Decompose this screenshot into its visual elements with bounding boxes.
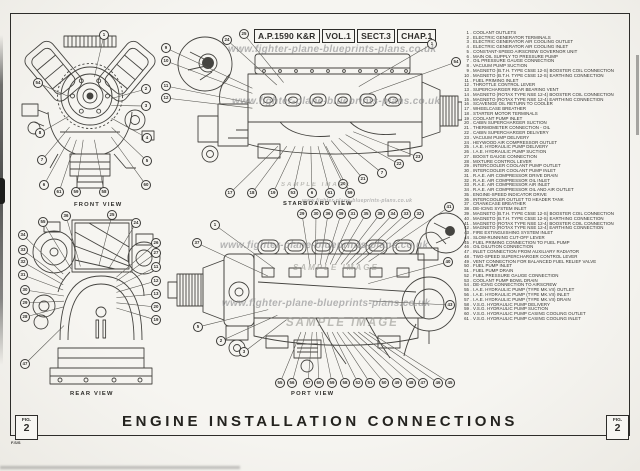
legend-item: 61.V.S.G. HYDRAULIC PUMP CASING COOLING … bbox=[464, 315, 581, 321]
header-chap: CHAP.1 bbox=[397, 29, 437, 43]
legend-item: 31.R.A.E. AIR COMPRESSOR DRIVE DRAIN bbox=[464, 172, 558, 178]
page-title: ENGINE INSTALLATION CONNECTIONS bbox=[121, 413, 519, 430]
rear-view-drawing bbox=[16, 212, 166, 396]
legend-item: 40.MAGNETO (B.T.H. TYPE C5SE 12-S) EARTH… bbox=[464, 215, 604, 221]
legend-item: 29.INTERCOOLER COOLANT PUMP OUTLET bbox=[464, 163, 561, 169]
watermark-url-3: www.fighter-plane-blueprints-plans.co.uk bbox=[302, 198, 413, 204]
legend-item: 42.MAGNETO (ROTAX TYPE NSE 12-4) EARTHIN… bbox=[464, 225, 604, 231]
legend-item: 58.V.S.G. HYDRAULIC PUMP DELIVERY bbox=[464, 301, 551, 307]
watermark-sample-3: SAMPLE IMAGE bbox=[286, 317, 399, 329]
legend-item: 8.VACUUM PUMP SUCTION bbox=[466, 63, 528, 69]
legend-item: 39.MAGNETO (B.T.H. TYPE C5SE 12-S) BOOST… bbox=[464, 210, 614, 216]
legend-item: 2.ELECTRIC GENERATOR TERMINALS bbox=[466, 34, 551, 40]
fig-label-left: FIG. bbox=[21, 417, 32, 423]
watermark-url-1: www.fighter-plane-blueprints-plans.co.uk bbox=[228, 44, 437, 55]
legend-item: 41.MAGNETO (ROTAX TYPE NSE 12-4) BOOSTER… bbox=[464, 220, 614, 226]
legend-item: 33.R.A.E. AIR COMPRESSOR AIR INLET bbox=[464, 182, 551, 188]
legend-item: 9.MAGNETO (B.T.H. TYPE C5SE 12-S) BOOSTE… bbox=[466, 68, 614, 74]
scan-edge-bottom bbox=[0, 466, 240, 469]
legend-item: 57.I.A.E. HYDRAULIC PUMP (TYPE MK.VII) D… bbox=[464, 296, 571, 302]
watermark-sample-2: SAMPLE IMAGE bbox=[293, 263, 379, 272]
legend-item: 44.SLOW-RUNNING CUT-OFF LEVER bbox=[464, 234, 545, 240]
page-border-frame bbox=[10, 13, 630, 436]
scan-edge-right bbox=[636, 55, 639, 135]
legend-item: 52.FUEL PRESSURE GAUGE CONNECTION bbox=[464, 272, 559, 278]
legend-item: 46.OIL DILUTION CONNECTION bbox=[464, 244, 534, 250]
header-sect: SECT.3 bbox=[357, 29, 396, 43]
legend-item: 14.MAGNETO (ROTAX TYPE NSE 12-4) BOOSTER… bbox=[464, 91, 614, 97]
legend-item: 54.DE-ICING CONNECTION TO AIRSCREW bbox=[464, 282, 557, 288]
fig-box-right: FIG. 2 bbox=[606, 415, 629, 440]
legend-item: 19.COOLANT PUMP INLET bbox=[464, 115, 523, 121]
legend-item: 30.INTERCOOLER COOLANT PUMP INLET bbox=[464, 168, 556, 174]
legend-item: 10.MAGNETO (B.T.H. TYPE C5SE 12-S) EARTH… bbox=[464, 72, 604, 78]
legend-item: 45.FUEL PRIMING CONNECTION TO FUEL PUMP bbox=[464, 239, 570, 245]
legend-item: 24.HEYWOOD AIR COMPRESSOR OUTLET bbox=[464, 139, 558, 145]
legend-item: 43.FIRE EXTINGUISHING SYSTEM INLET bbox=[464, 230, 554, 236]
rear-view-label: REAR VIEW bbox=[70, 391, 114, 397]
legend-item: 59.V.S.G. HYDRAULIC PUMP SUCTION bbox=[464, 306, 549, 312]
legend-item: 51.FUEL PUMP DRAIN bbox=[464, 268, 514, 274]
legend-item: 56.I.A.E. HYDRAULIC PUMP (TYPE MK.VII) I… bbox=[464, 292, 570, 297]
legend-item: 36.INTERCOOLER OUTLET TO HEADER TANK bbox=[464, 196, 564, 202]
legend-item: 34.R.A.E. AIR COMPRESSOR OIL AND AIR OUT… bbox=[464, 187, 574, 193]
legend-item: 22.CABIN SUPERCHARGER DELIVERY bbox=[464, 129, 549, 135]
legend-item: 32.R.A.E. AIR COMPRESSOR OIL INLET bbox=[464, 177, 550, 183]
starboard-view-drawing bbox=[160, 30, 462, 200]
legend-item: 1.COOLANT OUTLETS bbox=[466, 29, 517, 35]
legend-item: 11.FUEL PRIMING INLET bbox=[464, 77, 519, 83]
legend-item: 27.BOOST GAUGE CONNECTION bbox=[464, 153, 537, 159]
fig-number-left: 2 bbox=[23, 421, 30, 434]
legend-item: 17.WHEELCASE BREATHER bbox=[464, 106, 527, 112]
footer-code: F.S/S bbox=[11, 440, 21, 445]
legend-item: 7.OIL PRESSURE GAUGE CONNECTION bbox=[466, 58, 555, 64]
legend-item: 53.COOLANT PUMP BOWL DRAIN bbox=[464, 277, 538, 283]
port-view-label: PORT VIEW bbox=[291, 391, 335, 397]
legend-item: 55.I.A.E. HYDRAULIC PUMP (TYPE MK.VII) O… bbox=[464, 287, 575, 293]
legend-item: 13.SUPERCHARGER REAR BEARING VENT bbox=[464, 87, 559, 93]
legend-item: 48.TWO-SPEED SUPERCHARGER CONTROL LEVER bbox=[464, 253, 578, 259]
scan-edge-left bbox=[0, 35, 3, 365]
scan-blob-left bbox=[0, 178, 5, 204]
legend-item: 18.STARTER MOTOR TERMINALS bbox=[464, 110, 538, 116]
legend-item: 20.CABIN SUPERCHARGER SUCTION bbox=[464, 120, 547, 126]
watermark-url-2: www.fighter-plane-blueprints-plans.co.uk bbox=[232, 96, 441, 107]
legend-item: 47.INLET CONNECTION FROM AUXILIARY RADIA… bbox=[464, 249, 580, 255]
legend-item: 3.ELECTRIC GENERATOR AIR COOLING OUTLET bbox=[466, 39, 574, 45]
legend-item: 50.FUEL PUMP INLET bbox=[464, 263, 513, 269]
watermark-url-5: www.fighter-plane-blueprints-plans.co.uk bbox=[222, 298, 431, 309]
front-view-drawing bbox=[14, 28, 160, 206]
watermark-url-4: www.fighter-plane-blueprints-plans.co.uk bbox=[220, 240, 429, 251]
legend-item: 4.ELECTRIC GENERATOR AIR COOLING INLET bbox=[466, 44, 569, 50]
legend-item: 26.I.A.E. HYDRAULIC PUMP SUCTION bbox=[464, 149, 547, 155]
fig-label-right: FIG. bbox=[612, 417, 623, 423]
legend-item: 23.VACUUM PUMP DELIVERY bbox=[464, 134, 530, 140]
fig-box-left: FIG. 2 bbox=[15, 415, 38, 440]
legend-item: 5.CONSTANT-SPEED AIRSCREW GOVERNOR UNIT bbox=[466, 48, 578, 54]
front-view-label: FRONT VIEW bbox=[74, 202, 123, 208]
legend-item: 6.MAIN OIL SUPPLY TO PRESSURE PUMP bbox=[466, 53, 558, 59]
legend-item: 38.DE-ICING SYSTEM INLET bbox=[464, 206, 527, 212]
legend-item: 28.MIXTURE CONTROL LEVER bbox=[464, 158, 532, 164]
legend-item: 21.THERMOMETER CONNECTION - OIL bbox=[464, 125, 551, 131]
legend-item: 25.I.A.E. HYDRAULIC PUMP DELIVERY bbox=[464, 144, 549, 150]
legend-item: 49.VENT CONNECTION FOR BALANCED FUEL REL… bbox=[464, 258, 597, 264]
fig-number-right: 2 bbox=[614, 421, 621, 434]
header-vol: VOL.1 bbox=[321, 29, 356, 43]
watermark-sample-1: SAMPLE IMAGE bbox=[281, 182, 352, 188]
legend-item: 16.SCAVENGE OIL RETURN TO COOLER bbox=[464, 101, 553, 107]
starboard-view-label: STARBOARD VIEW bbox=[283, 201, 353, 207]
legend-item: 12.THROTTLE CONTROL LEVER bbox=[464, 82, 536, 88]
legend-item: 37.CRANKCASE BREATHER bbox=[464, 201, 526, 207]
legend-item: 60.V.S.G. HYDRAULIC PUMP CASING COOLING … bbox=[464, 311, 586, 317]
header-title-block: A.P.1590 K&R VOL.1 SECT.3 CHAP.1 bbox=[254, 29, 437, 43]
legend-item: 35.ENGINE-SPEED INDICATOR DRIVE bbox=[464, 191, 547, 197]
legend-item: 15.MAGNETO (ROTAX TYPE NSE 12-4) EARTHIN… bbox=[464, 96, 604, 102]
